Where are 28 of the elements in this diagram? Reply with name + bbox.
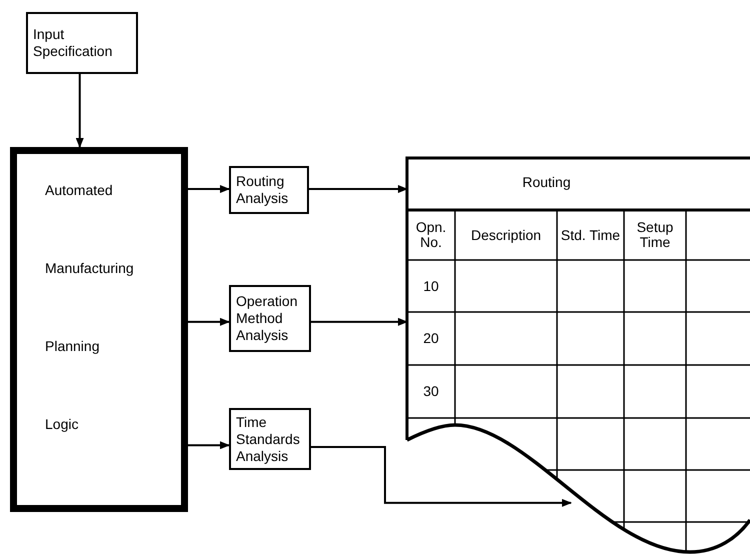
block-label: Manufacturing — [45, 260, 134, 277]
process-box — [229, 408, 311, 470]
table-text: 30 — [423, 384, 439, 399]
arrow — [188, 441, 230, 450]
arrow — [188, 185, 230, 194]
arrow — [188, 318, 230, 326]
arrow — [311, 446, 572, 507]
box-label: Input Specification — [33, 26, 114, 60]
table-title: Routing — [521, 174, 572, 191]
block-label: Planning — [45, 338, 100, 355]
block-label: Automated — [45, 182, 113, 199]
process-box — [26, 12, 138, 74]
box-label: Operation Method Analysis — [236, 293, 298, 344]
arrow — [76, 74, 84, 148]
table-text: Opn. No. — [414, 220, 448, 250]
block-label: Logic — [45, 416, 78, 433]
arrow — [311, 318, 408, 326]
box-label: Time Standards Analysis — [236, 414, 301, 464]
table-text: Setup Time — [636, 220, 674, 250]
process-box — [229, 166, 309, 214]
table-text: Std. Time — [560, 228, 620, 242]
arrow — [309, 185, 408, 194]
process-box — [229, 285, 311, 352]
table-text: 10 — [423, 278, 439, 294]
table-text: Description — [470, 228, 542, 242]
table-text: 20 — [423, 331, 439, 346]
logic-block — [10, 147, 188, 512]
box-label: Routing Analysis — [236, 173, 290, 207]
